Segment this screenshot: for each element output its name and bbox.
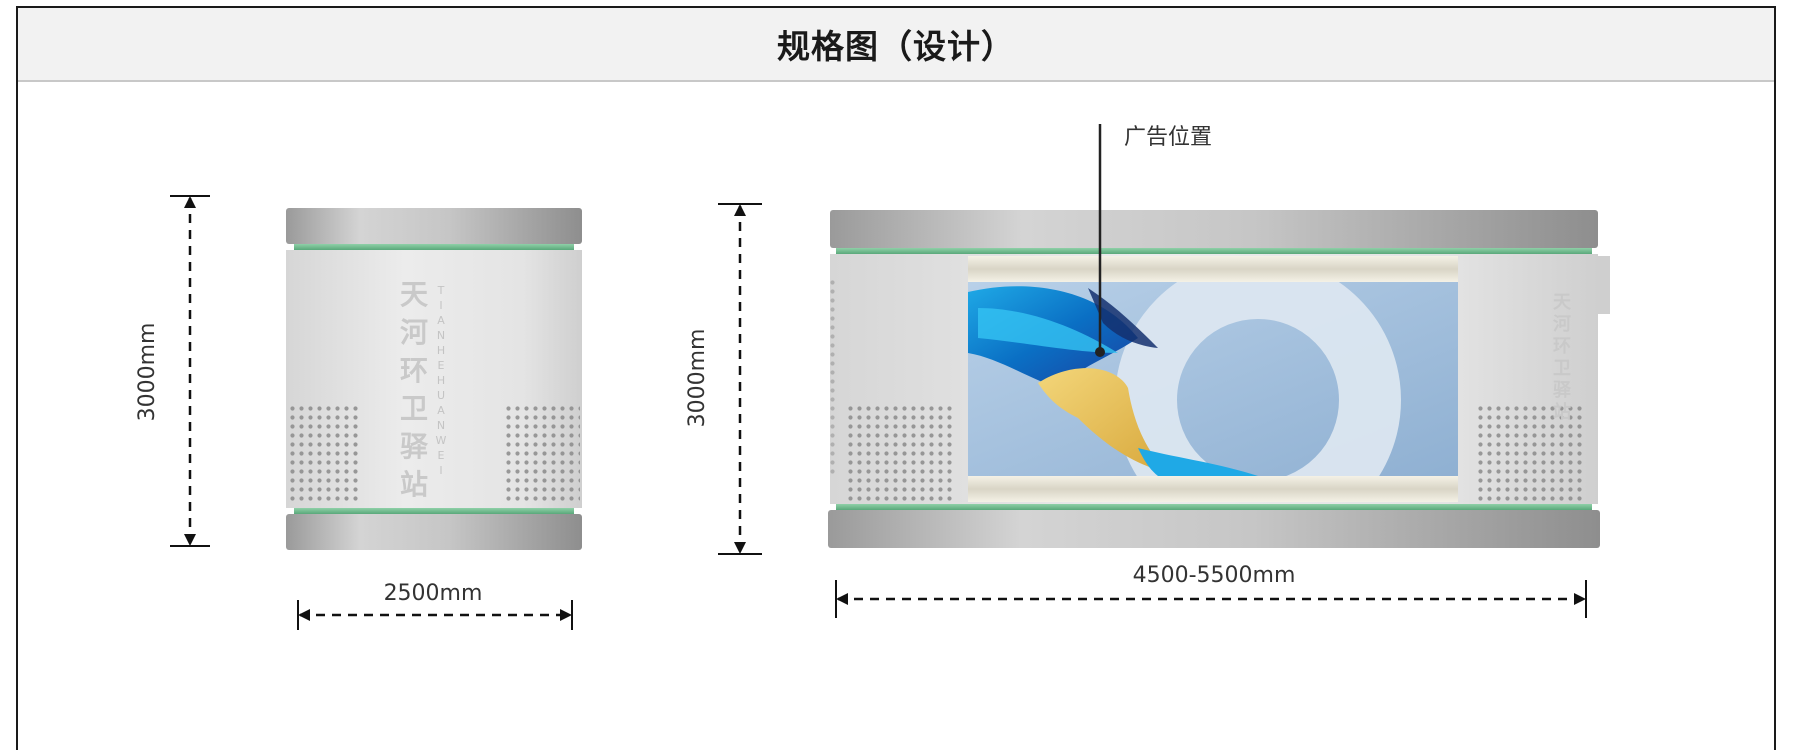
brand-char: 卫: [1553, 358, 1571, 379]
front-side-protrusion: [1596, 256, 1610, 314]
ad-fish-fin-graphic: [1038, 368, 1168, 473]
front-height-dimension: 3000mm: [685, 203, 762, 555]
brand-char: 驿: [1553, 380, 1572, 401]
front-bottom-cap: [828, 510, 1600, 548]
side-width-label: 2500mm: [384, 581, 483, 606]
front-width-dimension: 4500-5500mm: [835, 563, 1587, 618]
screen-bottom-stripe: [968, 476, 1458, 502]
brand-char: 环: [400, 354, 428, 387]
side-bottom-green-band: [294, 508, 574, 514]
brand-char: 河: [1553, 314, 1571, 335]
front-vent-left: [844, 402, 954, 502]
side-view-kiosk: 天 河 环 卫 驿 站 T I A N H E H U A N W E I: [286, 208, 582, 550]
front-top-cap: [830, 210, 1598, 248]
front-vent-right: [1474, 402, 1584, 502]
brand-char: 驿: [400, 430, 429, 463]
brand-letter: U: [437, 389, 445, 402]
front-left-edge-texture: [830, 278, 838, 478]
side-bottom-cap: [286, 514, 582, 550]
brand-char: 卫: [400, 392, 428, 425]
brand-char: 站: [1553, 401, 1571, 423]
side-vent-right: [506, 406, 580, 502]
brand-letter: E: [438, 449, 445, 462]
ad-position-callout: 广告位置: [1095, 124, 1212, 357]
brand-letter: A: [437, 314, 445, 327]
brand-letter: H: [437, 344, 445, 357]
ad-ring-graphic: [1115, 282, 1401, 476]
front-width-label: 4500-5500mm: [1133, 563, 1296, 588]
ad-position-label: 广告位置: [1124, 125, 1212, 150]
brand-letter: N: [437, 329, 445, 342]
header-bar: 规格图（设计）: [18, 8, 1774, 82]
brand-char: 天: [1553, 292, 1572, 313]
brand-letter: A: [437, 404, 445, 417]
brand-letter: N: [437, 419, 445, 432]
brand-char: 站: [400, 468, 428, 501]
screen-top-stripe: [968, 256, 1458, 282]
front-brand-logo-vertical: 天 河 环 卫 驿 站: [1553, 292, 1572, 423]
spec-sheet-frame: 规格图（设计）: [16, 6, 1776, 750]
page-title: 规格图（设计）: [777, 27, 1015, 66]
front-bottom-green-band: [836, 504, 1592, 510]
brand-letter: E: [438, 359, 445, 372]
side-top-cap: [286, 208, 582, 244]
brand-char: 天: [400, 278, 428, 311]
side-top-green-band: [294, 244, 574, 250]
brand-logo-vertical: 天 河 环 卫 驿 站 T I A N H E H U A N W E I: [400, 278, 447, 501]
front-height-label: 3000mm: [685, 329, 710, 428]
side-width-dimension: 2500mm: [297, 581, 573, 630]
spec-diagram: 天 河 环 卫 驿 站 T I A N H E H U A N W E I: [135, 124, 1610, 630]
front-view-kiosk: 天 河 环 卫 驿 站: [828, 210, 1610, 548]
front-top-green-band: [836, 248, 1592, 254]
brand-letter: W: [436, 434, 447, 447]
ad-screen: [968, 282, 1458, 476]
side-height-dimension: 3000mm: [135, 195, 210, 547]
brand-letter: I: [439, 299, 442, 312]
brand-letter: I: [439, 464, 442, 477]
brand-letter: H: [437, 374, 445, 387]
side-vent-left: [288, 406, 360, 502]
brand-letter: T: [437, 284, 445, 297]
brand-char: 河: [400, 316, 428, 349]
brand-char: 环: [1553, 336, 1571, 357]
side-height-label: 3000mm: [135, 323, 160, 422]
